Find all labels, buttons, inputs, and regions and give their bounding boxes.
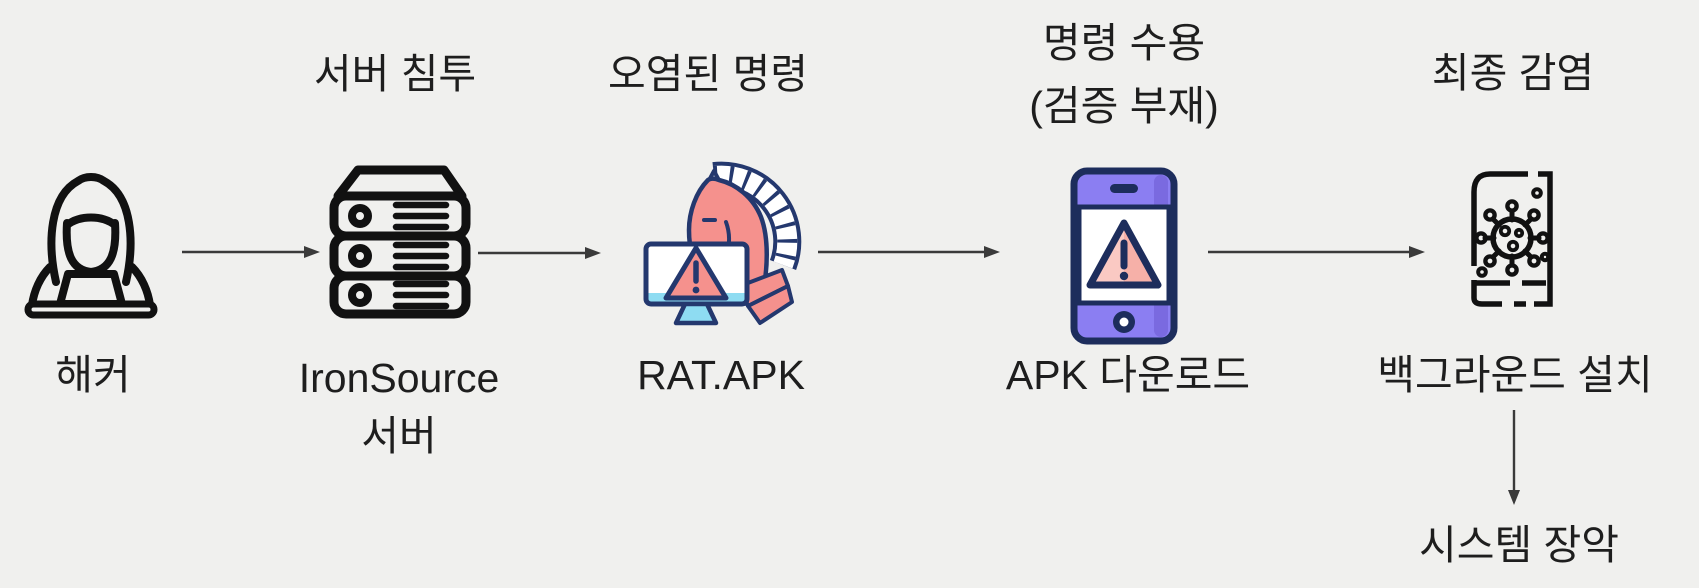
node-label-system-takeover: 시스템 장악 — [1419, 522, 1619, 568]
node-label-hacker: 해커 — [55, 352, 131, 398]
edge-label-command-accepted-line1: 명령 수용 — [1042, 20, 1206, 66]
arrow-server-to-rat — [478, 247, 601, 259]
edge-label-server-infiltration: 서버 침투 — [313, 51, 477, 97]
node-label-background-install: 백그라운드 설치 — [1377, 352, 1653, 398]
node-label-ironsource-line2: 서버 — [361, 413, 437, 459]
speaker-slot — [1110, 184, 1138, 193]
edge-label-command-accepted: 명령 수용 (검증 부재) — [1029, 12, 1219, 138]
trojan-horse-warning-monitor-icon — [642, 161, 802, 332]
node-label-ironsource-line1: IronSource — [298, 355, 500, 401]
arrow-install-to-takeover — [1508, 410, 1520, 505]
node-label-apk-download: APK 다운로드 — [1005, 352, 1251, 398]
edge-label-command-accepted-line2: (검증 부재) — [1029, 83, 1219, 129]
node-label-rat-apk: RAT.APK — [637, 352, 805, 398]
node-label-ironsource-server: IronSource 서버 — [299, 349, 500, 465]
server-stack-icon — [320, 160, 482, 319]
smartphone-virus-icon — [1462, 162, 1562, 312]
hacker-hoodie-laptop-icon — [20, 164, 162, 319]
edge-label-final-infection: 최종 감염 — [1431, 50, 1595, 96]
edge-label-tainted-command: 오염된 명령 — [608, 51, 808, 97]
virus-glyph — [1474, 187, 1551, 278]
arrow-download-to-install — [1208, 246, 1425, 258]
smartphone-warning-icon — [1068, 165, 1180, 347]
arrow-hacker-to-server — [182, 246, 320, 258]
arrow-rat-to-download — [818, 246, 1000, 258]
